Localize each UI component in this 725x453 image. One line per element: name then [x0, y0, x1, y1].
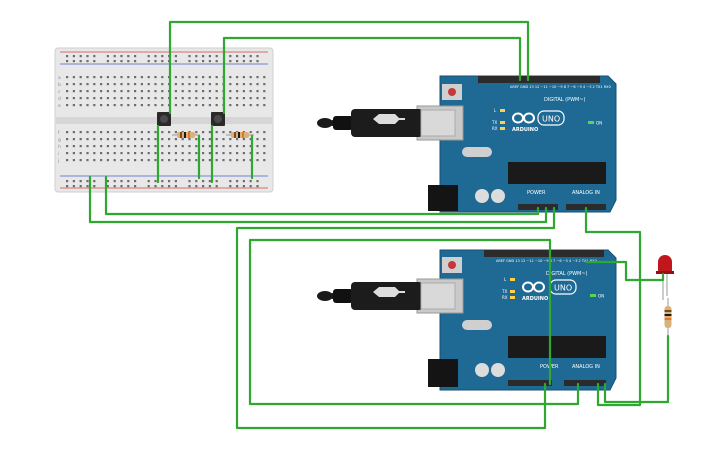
- uno-label-1: UNO: [542, 115, 560, 124]
- arduino-uno-board-1: AREF GND 13 12 ~11 ~10 ~9 8 7 ~6 ~5 4 ~3…: [416, 75, 617, 213]
- resistor-2[interactable]: [226, 132, 254, 138]
- row-letter-a: a: [58, 76, 61, 81]
- led-resistor[interactable]: [664, 298, 672, 336]
- analog-label-1: ANALOG IN: [572, 190, 600, 196]
- row-letter-d: d: [58, 96, 61, 102]
- arduino-logo-2: [522, 281, 545, 293]
- row-letter-g: g: [58, 138, 61, 143]
- led-label-l-2: L: [504, 277, 507, 282]
- wires: [88, 20, 670, 430]
- breadboard-holes: [66, 55, 266, 188]
- pushbutton-2[interactable]: [211, 112, 225, 126]
- row-letter-i: i: [58, 151, 59, 157]
- arduino-logo-1: [512, 112, 535, 124]
- wire-rail-gnd: [104, 175, 540, 216]
- wire-board1-to-board2-analog: [584, 206, 642, 407]
- arduino-wordmark-2: ARDUINO: [522, 296, 548, 302]
- led-label-rx-2: RX: [502, 295, 508, 300]
- row-letter-c: c: [58, 90, 61, 95]
- wire-button2-pin: [222, 36, 522, 115]
- on-label-1: ON: [596, 121, 602, 126]
- usb-cable-1[interactable]: [316, 108, 456, 138]
- row-letter-e: e: [58, 104, 61, 109]
- power-label-1: POWER: [527, 190, 546, 196]
- wire-rail-5v: [88, 175, 548, 224]
- wire-led-resistor-gnd: [603, 334, 670, 404]
- row-letter-b: b: [58, 82, 61, 88]
- usb-cable-2[interactable]: [316, 281, 456, 311]
- led-label-tx-2: TX: [501, 289, 507, 294]
- digital-header-pins-2: AREF GND 13 12 ~11 ~10 ~9 8 7 ~6 ~5 4 ~3…: [496, 259, 597, 263]
- row-letter-j: j: [57, 158, 59, 164]
- wire-board2-power-loop: [248, 238, 580, 406]
- digital-label-1: DIGITAL (PWM~): [544, 97, 586, 103]
- led-label-l-1: L: [494, 108, 497, 113]
- on-label-2: ON: [598, 294, 604, 299]
- led-label-rx-1: RX: [492, 126, 498, 131]
- digital-label-2: DIGITAL (PWM~): [546, 271, 588, 277]
- arduino-wordmark-1: ARDUINO: [512, 127, 538, 133]
- row-letter-h: h: [58, 144, 61, 150]
- uno-label-2: UNO: [554, 284, 572, 293]
- atmega-chip-2: [508, 336, 606, 358]
- pushbutton-1[interactable]: [157, 112, 171, 126]
- row-letter-f: f: [58, 130, 60, 136]
- arduino-uno-board-2: AREF GND 13 12 ~11 ~10 ~9 8 7 ~6 ~5 4 ~3…: [416, 249, 617, 391]
- wire-board1-to-board2-gnd: [235, 206, 556, 430]
- led-label-tx-1: TX: [491, 120, 497, 125]
- wire-button1-pin: [168, 20, 530, 115]
- analog-label-2: ANALOG IN: [572, 364, 600, 370]
- red-led[interactable]: [656, 255, 674, 300]
- digital-header-pins-1: AREF GND 13 12 ~11 ~10 ~9 8 7 ~6 ~5 4 ~3…: [510, 85, 611, 89]
- wire-led-to-pin: [584, 260, 665, 282]
- atmega-chip-1: [508, 162, 606, 184]
- resistor-1[interactable]: [172, 132, 200, 138]
